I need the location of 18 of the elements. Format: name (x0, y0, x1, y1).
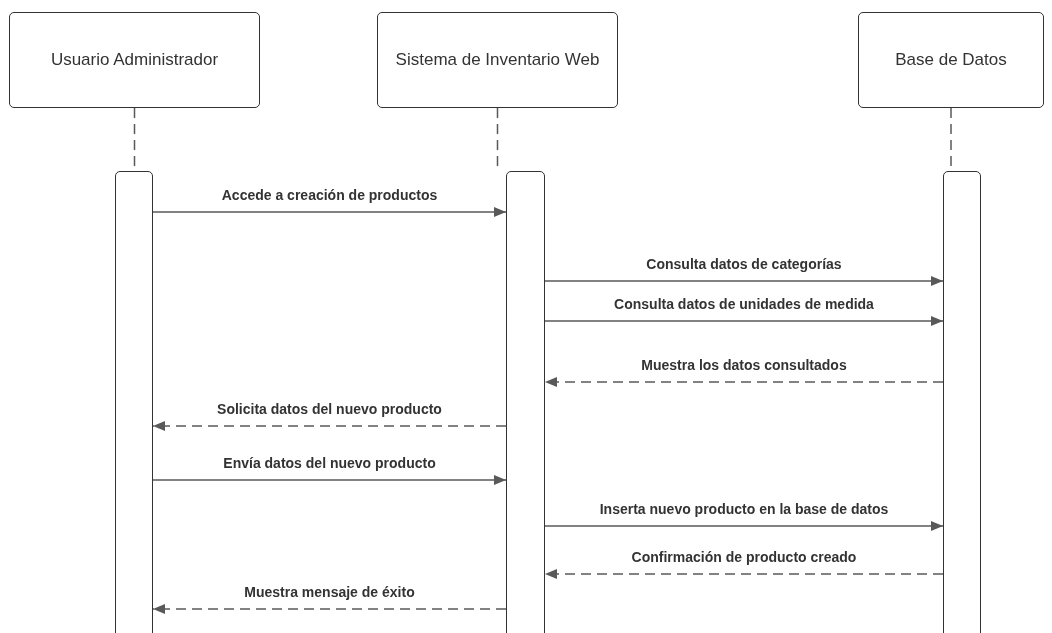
message-arrow (544, 276, 944, 286)
message-arrow (152, 421, 507, 431)
activation-bar (115, 171, 153, 633)
participant-name: Base de Datos (895, 49, 1007, 72)
activation-bar (943, 171, 981, 633)
participant-box (377, 12, 618, 108)
participant-box (9, 12, 260, 108)
message-arrow (544, 377, 944, 387)
message-arrow (544, 316, 944, 326)
participant-name: Sistema de Inventario Web (395, 49, 600, 72)
message-arrow (152, 207, 507, 217)
message-arrow (544, 521, 944, 531)
message-arrow (544, 569, 944, 579)
participant-name: Usuario Administrador (50, 49, 219, 72)
message-arrow (152, 604, 507, 614)
activation-bar (506, 171, 545, 633)
message-arrow (152, 475, 507, 485)
participant-box (858, 12, 1044, 108)
